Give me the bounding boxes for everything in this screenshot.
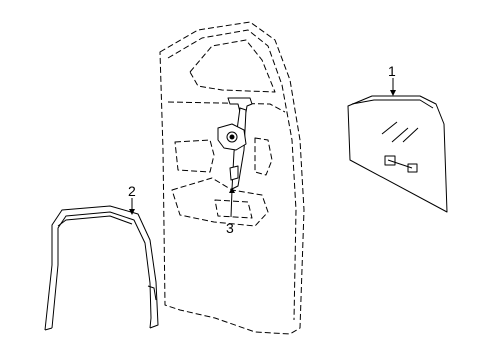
- door-access-hole-left: [174, 139, 215, 173]
- callout-2-label: 2: [128, 183, 136, 199]
- callout-2-arrowhead: [129, 209, 135, 215]
- window-regulator: [217, 97, 253, 190]
- callout-3-arrowhead: [229, 187, 235, 193]
- channel-notch: [147, 285, 157, 301]
- callout-3-label: 3: [226, 220, 234, 236]
- door-outer-outline: [159, 21, 305, 335]
- door-inner-cutout: [214, 199, 253, 219]
- callout-3-leader: [230, 189, 233, 218]
- door-shell: [159, 21, 305, 335]
- glass-mount-rail: [387, 159, 413, 169]
- callouts: [129, 78, 396, 218]
- channel-end-left: [44, 327, 53, 331]
- callout-1-arrowhead: [390, 90, 396, 96]
- channel-end-right: [149, 317, 152, 329]
- door-lower-panel: [171, 177, 269, 227]
- door-inner-outline: [167, 29, 297, 321]
- channel-inner: [51, 211, 152, 329]
- channel-outer: [44, 205, 159, 331]
- regulator-lower-bracket: [229, 165, 239, 181]
- glass-top-edge: [351, 99, 434, 109]
- door-belt-line: [167, 101, 286, 113]
- door-access-hole-right: [254, 137, 273, 176]
- callout-1-label: 1: [388, 63, 396, 79]
- door-glass: [347, 95, 448, 213]
- regulator-motor-bolt: [229, 134, 235, 140]
- glass-run-channel: [44, 205, 159, 331]
- glass-outline: [347, 95, 448, 213]
- door-window-opening: [189, 39, 276, 93]
- channel-inner-lip: [57, 215, 133, 227]
- glass-mount-clip-right: [407, 163, 418, 173]
- glass-reflection-marks: [381, 121, 419, 143]
